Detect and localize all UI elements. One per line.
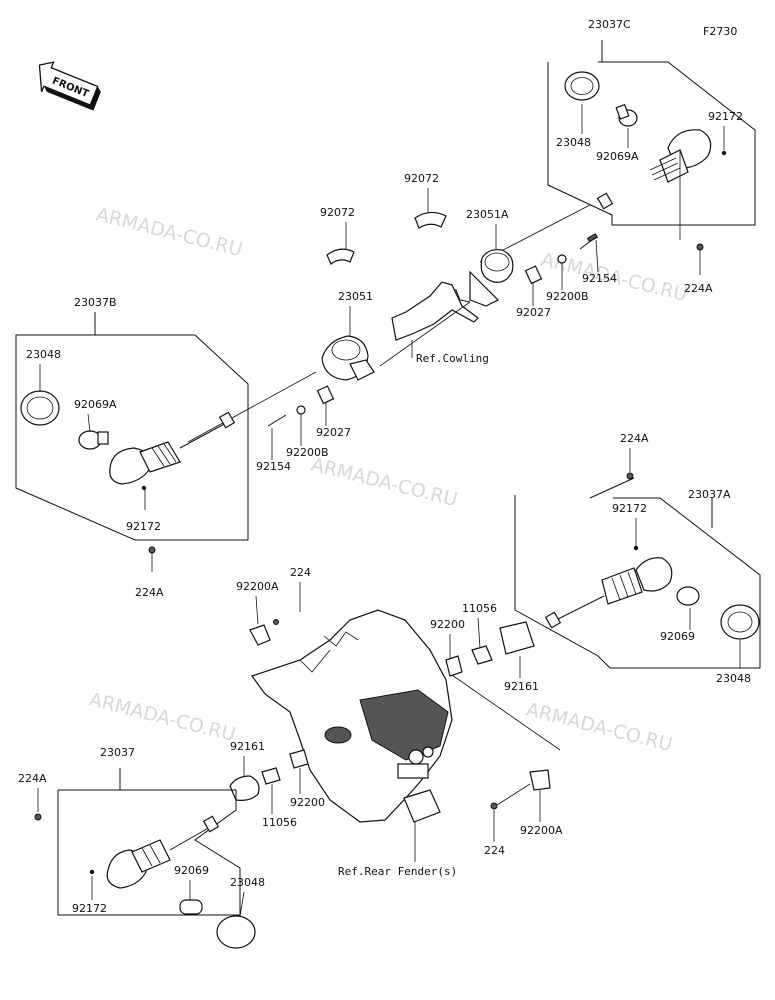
watermark-4: ARMADA-CO.RU	[87, 689, 238, 747]
part-label: 92161	[504, 680, 539, 693]
part-label: 23048	[230, 876, 265, 889]
turn-signal-rear-right-group	[514, 472, 761, 669]
part-label: 92172	[708, 110, 743, 123]
part-label: 23037	[100, 746, 135, 759]
turn-signal-front-right-group	[547, 40, 756, 275]
clip-92072-b	[414, 211, 447, 229]
part-label: 92069	[174, 864, 209, 877]
rear-fender	[251, 609, 453, 862]
part-label: 224	[484, 844, 505, 857]
part-labels: 23037C 23048 92069A 92172 224A 92072 920…	[18, 18, 751, 915]
lens	[216, 915, 256, 949]
part-label: 92172	[126, 520, 161, 533]
front-arrow-icon: FRONT	[38, 61, 101, 111]
watermark-1: ARMADA-CO.RU	[94, 204, 245, 262]
part-label: 23048	[556, 136, 591, 149]
bracket-23051	[321, 335, 375, 381]
part-label: 23037C	[588, 18, 631, 31]
watermark-5: ARMADA-CO.RU	[524, 699, 675, 757]
ref-rear-fender-label: Ref.Rear Fender(s)	[338, 865, 457, 878]
figure-code: F2730	[703, 25, 737, 38]
turn-signal-rear-left-group	[34, 768, 256, 949]
part-label: 224A	[135, 586, 164, 599]
watermark-3: ARMADA-CO.RU	[309, 454, 460, 512]
part-label: 92172	[72, 902, 107, 915]
part-label: 92200A	[236, 580, 279, 593]
lens	[564, 71, 600, 101]
part-label: 23051	[338, 290, 373, 303]
part-label: 92200B	[546, 290, 589, 303]
turn-signal-front-left-group	[15, 312, 249, 572]
part-label: 23048	[26, 348, 61, 361]
part-label: 92069	[660, 630, 695, 643]
part-label: 92154	[256, 460, 291, 473]
bracket-23051a	[439, 249, 514, 307]
part-label: 224	[290, 566, 311, 579]
part-label: 23037B	[74, 296, 117, 309]
part-label: 92200	[290, 796, 325, 809]
part-label: 92072	[404, 172, 439, 185]
cowling-bracket	[391, 281, 479, 358]
lens	[720, 604, 760, 640]
leader-lines	[37, 104, 725, 917]
part-label: 23048	[716, 672, 751, 685]
part-label: 92154	[582, 272, 617, 285]
part-label: 92069A	[74, 398, 117, 411]
part-label: 224A	[620, 432, 649, 445]
part-label: 92027	[516, 306, 551, 319]
part-label: 92069A	[596, 150, 639, 163]
signal-housing	[635, 557, 673, 592]
part-label: 224A	[18, 772, 47, 785]
part-label: 224A	[684, 282, 713, 295]
part-label: 92200	[430, 618, 465, 631]
part-label: 92072	[320, 206, 355, 219]
part-label: 11056	[262, 816, 297, 829]
ref-cowling-label: Ref.Cowling	[416, 352, 489, 365]
part-label: 92200A	[520, 824, 563, 837]
clip-92072-a	[326, 248, 355, 265]
part-label: 92027	[316, 426, 351, 439]
part-label: 92161	[230, 740, 265, 753]
part-label: 11056	[462, 602, 497, 615]
part-label: 23037A	[688, 488, 731, 501]
part-label: 92200B	[286, 446, 329, 459]
part-label: 92172	[612, 502, 647, 515]
part-label: 23051A	[466, 208, 509, 221]
